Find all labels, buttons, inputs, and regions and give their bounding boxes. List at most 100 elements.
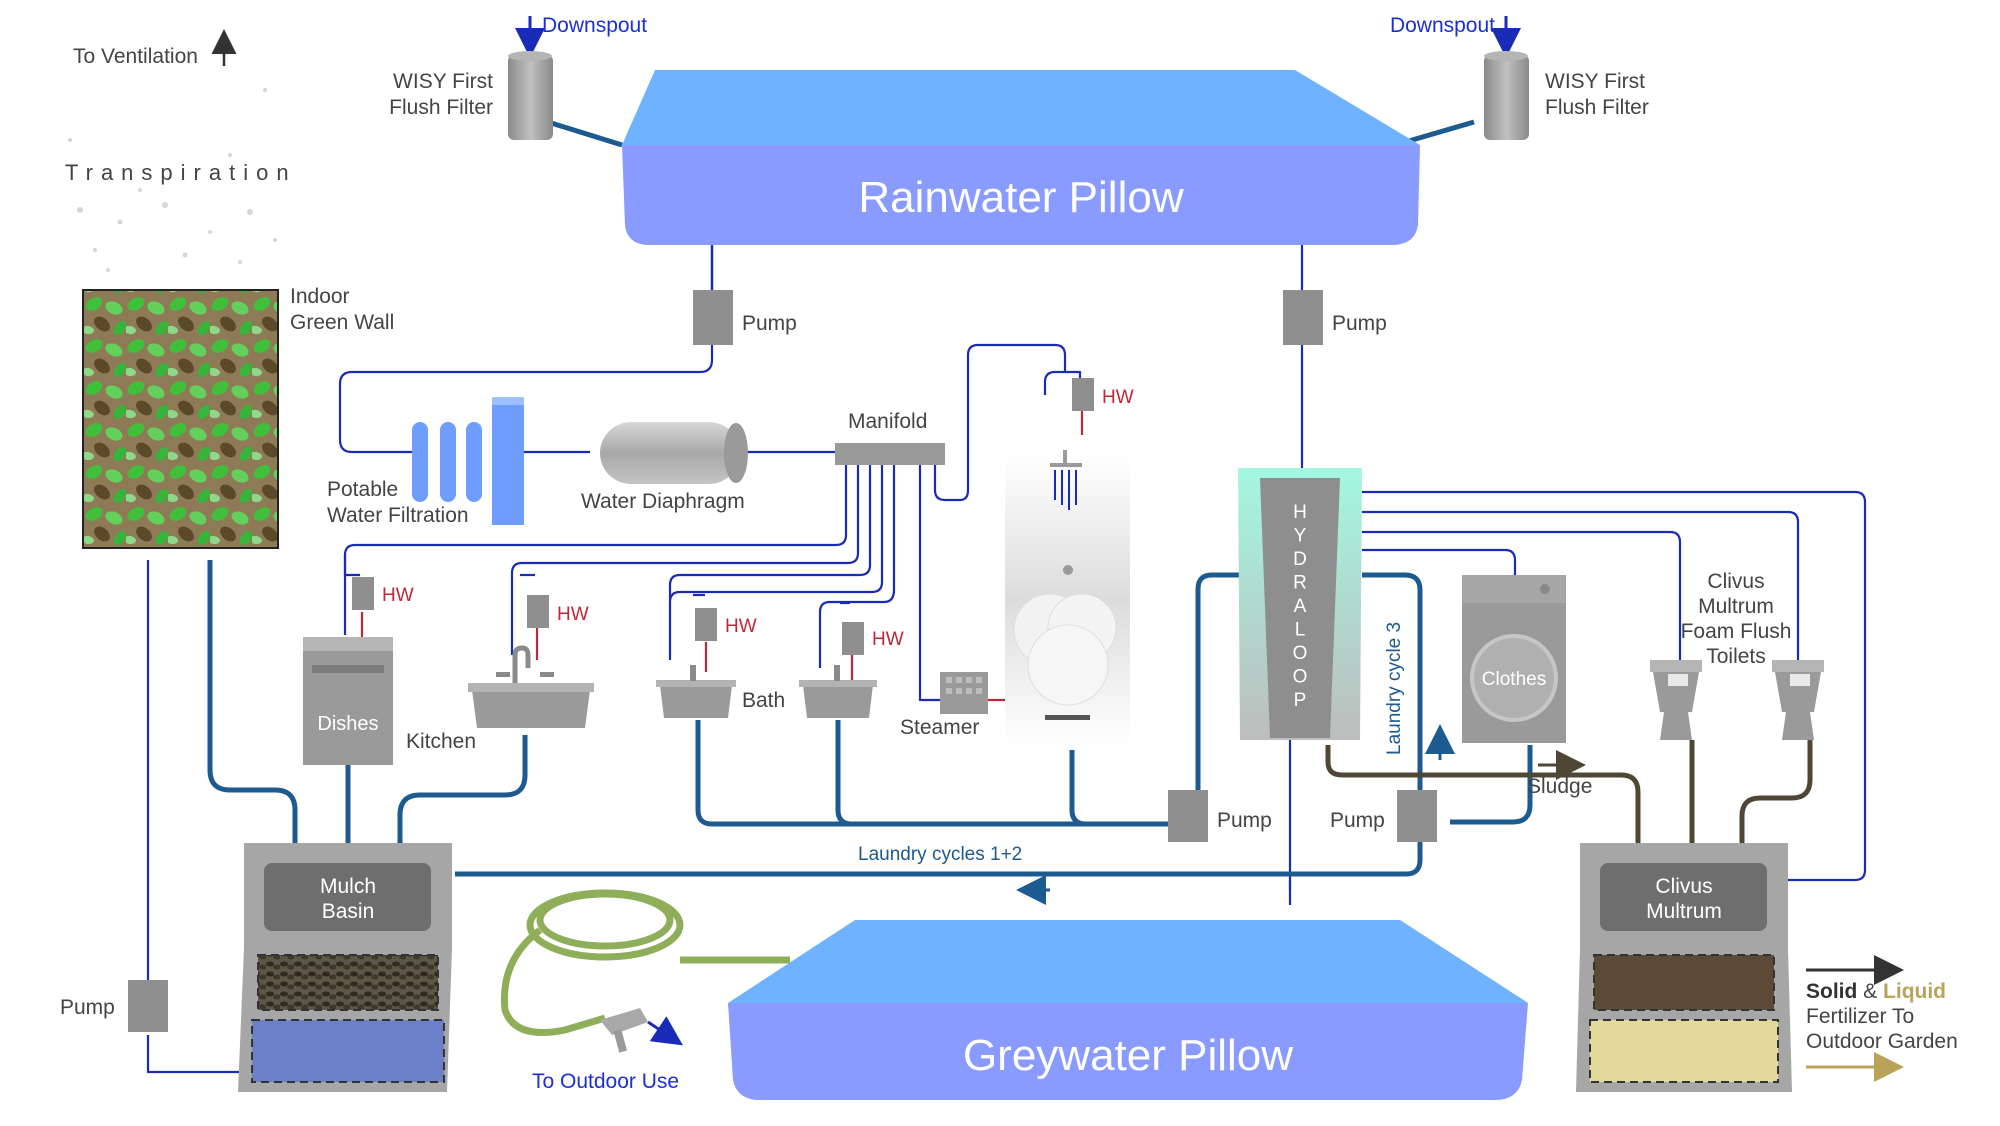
steamer-label: Steamer — [900, 716, 979, 739]
pipe-hydraloop-to-toilet-1 — [1362, 530, 1682, 660]
wisy-filter-right — [1484, 51, 1529, 140]
foam-flush-toilet-2 — [1772, 660, 1824, 740]
hydraloop-letter: A — [1294, 596, 1307, 617]
clivus-toilets-label-4: Toilets — [1706, 645, 1766, 668]
garden-hose — [500, 889, 790, 1036]
hydraloop-letter: H — [1293, 502, 1307, 523]
mulch-basin-label-2: Basin — [322, 900, 375, 923]
pipe-pump-to-filtration — [338, 245, 714, 454]
pipe-hydraloop-to-clivus — [1362, 490, 1867, 882]
clothes-label: Clothes — [1482, 669, 1546, 690]
pump-grey-right — [1397, 790, 1437, 842]
kitchen-label: Kitchen — [406, 730, 476, 753]
pump-grey-center — [1168, 790, 1208, 842]
fertilizer-label-3: Outdoor Garden — [1806, 1030, 1958, 1053]
pump-rain-left — [693, 290, 733, 345]
hw-label-shower: HW — [1102, 387, 1134, 408]
pipe-hydraloop-loop-left — [1195, 572, 1250, 790]
outdoor-use-arrow — [647, 1016, 683, 1046]
green-wall-label-1: Indoor — [290, 285, 350, 308]
pipe-manifold-to-steamer — [918, 462, 940, 702]
bath-label: Bath — [742, 689, 785, 712]
bath-sink-1 — [656, 665, 736, 718]
pipe-greenwall-to-mulch — [207, 560, 298, 850]
wisy-filter-left — [508, 51, 553, 140]
pipe-bath-drain — [695, 720, 1178, 827]
hw-label-bath-2: HW — [872, 629, 904, 650]
downspout-right-label: Downspout — [1390, 14, 1495, 37]
hydraloop-letter: O — [1293, 643, 1308, 664]
potable-label-1: Potable — [327, 478, 398, 501]
pipe-sludge-line — [1325, 745, 1641, 850]
washing-machine: Clothes — [1462, 575, 1566, 743]
pipe-shower-drain — [1069, 750, 1178, 827]
transpiration-label: Transpiration — [65, 160, 297, 185]
hydraloop-letter: O — [1293, 667, 1308, 688]
hydraloop-letter: D — [1293, 549, 1307, 570]
greywater-pillow-label: Greywater Pillow — [963, 1031, 1293, 1080]
pipe-hydraloop-to-washer — [1362, 548, 1517, 580]
water-diaphragm-label: Water Diaphragm — [581, 490, 745, 513]
clivus-toilets-label-3: Foam Flush — [1681, 620, 1792, 643]
manifold — [835, 443, 945, 465]
indoor-green-wall — [82, 289, 279, 549]
hw-label-bath-1: HW — [725, 616, 757, 637]
hydraloop-letter: Y — [1294, 526, 1307, 547]
wisy-right-label-1: WISY First — [1545, 70, 1645, 93]
dishes-label: Dishes — [317, 713, 378, 735]
pipe-manifold-to-bath-1 — [668, 462, 884, 660]
pipe-manifold-to-shower — [933, 343, 1067, 502]
pipe-manifold-to-dishes — [343, 462, 848, 635]
hw-heater-dishes — [352, 577, 374, 610]
clivus-toilets-label-1: Clivus — [1707, 570, 1764, 593]
hw-heater-kitchen — [527, 595, 549, 628]
pipe-filter-left-to-pillow — [547, 119, 623, 148]
pump-rain-left-label: Pump — [742, 312, 797, 335]
wisy-left-label-2: Flush Filter — [389, 96, 493, 119]
pump-grey-center-label: Pump — [1217, 809, 1272, 832]
transpiration-droplets — [68, 88, 277, 272]
pipe-hydraloop-loop-right — [1362, 572, 1423, 790]
sludge-label: Sludge — [1527, 775, 1592, 798]
laundry-cycles-12-label: Laundry cycles 1+2 — [858, 844, 1022, 865]
pipe-manifold-to-kitchen — [510, 462, 860, 655]
water-diaphragm — [600, 422, 748, 484]
rainwater-pillow-label: Rainwater Pillow — [858, 173, 1183, 222]
manifold-label: Manifold — [848, 410, 927, 433]
pump-greenwall — [128, 980, 168, 1032]
hw-heater-shower — [1072, 378, 1094, 411]
hw-heater-bath-1 — [695, 608, 717, 641]
hydraloop — [1238, 468, 1362, 740]
to-ventilation-label: To Ventilation — [73, 45, 198, 68]
hw-label-dishes: HW — [382, 585, 414, 606]
foam-flush-toilet-1 — [1650, 660, 1702, 740]
pipe-toilet-2-to-clivus — [1739, 740, 1813, 850]
pipe-laundry-cycles-return — [455, 842, 1423, 877]
hydraloop-letter: R — [1293, 573, 1307, 594]
bath-sink-2 — [799, 665, 877, 718]
hose-nozzle — [600, 1008, 648, 1053]
hw-heater-bath-2 — [842, 622, 864, 655]
clivus-multrum-label-1: Clivus — [1655, 875, 1712, 898]
pump-grey-right-label: Pump — [1330, 809, 1385, 832]
amp-label: & — [1857, 980, 1883, 1003]
to-outdoor-use-label: To Outdoor Use — [532, 1070, 679, 1093]
rainwater-pillow: Rainwater Pillow — [622, 70, 1420, 245]
fertilizer-label-2: Fertilizer To — [1806, 1005, 1914, 1028]
potable-label-2: Water Filtration — [327, 504, 469, 527]
shower — [1005, 450, 1130, 745]
pipe-hydraloop-to-toilet-2 — [1362, 510, 1800, 660]
pipe-manifold-to-bath-2 — [818, 462, 896, 668]
wisy-right-label-2: Flush Filter — [1545, 96, 1649, 119]
mulch-basin-label-1: Mulch — [320, 875, 376, 898]
clivus-multrum: Clivus Multrum — [1576, 843, 1792, 1092]
kitchen-sink — [468, 645, 594, 728]
clivus-toilets-label-2: Multrum — [1698, 595, 1774, 618]
pipe-washer-drain — [1450, 745, 1533, 825]
solid-label: Solid — [1806, 980, 1857, 1003]
pump-rain-right — [1283, 290, 1323, 345]
dishwasher: Dishes — [303, 637, 393, 765]
pipe-kitchen-to-mulch — [397, 735, 528, 850]
